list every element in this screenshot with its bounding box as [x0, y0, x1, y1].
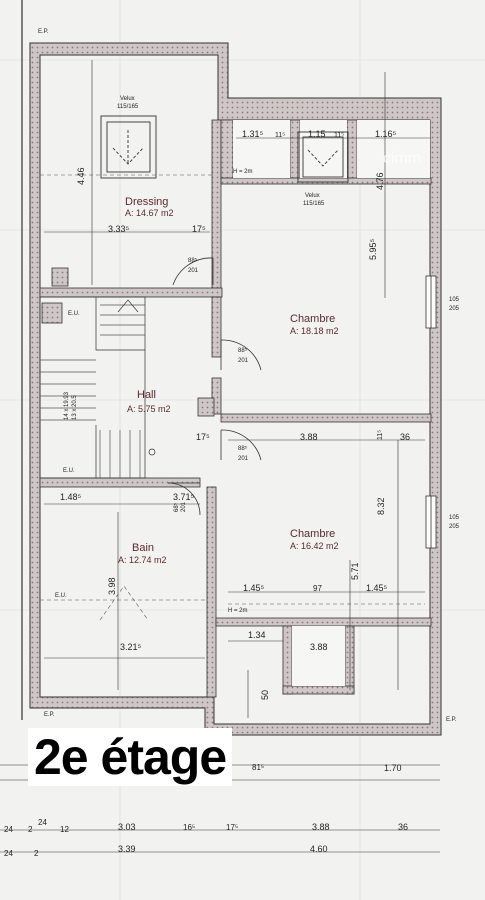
room-area-hall: A: 5.75 m2: [127, 404, 171, 414]
dim-97: 97: [313, 584, 322, 593]
room-name-chambre-2: Chambre: [290, 528, 335, 540]
bottom-dim-2: 2: [28, 825, 33, 834]
bottom-dim-24-c: 24: [4, 849, 13, 858]
velux-label-1: Velux: [120, 96, 135, 102]
dim-1-16: 1.16⁵: [375, 129, 397, 139]
bottom-dim-16-5: 16⁵: [183, 823, 195, 832]
bottom-dim-3-39: 3.39: [118, 844, 136, 854]
window-label-2: 105: [449, 515, 460, 521]
dim-81: 81⁵: [252, 763, 264, 772]
windows: [425, 275, 437, 549]
dim-3-21: 3.21⁵: [120, 642, 142, 652]
dim-1-15: 1.15: [308, 129, 326, 139]
window-label-1: 105: [449, 297, 460, 303]
door-label-4: 68⁵: [173, 502, 180, 512]
dim-11-b: 11⁵: [334, 132, 344, 139]
dim-1-48: 1.48⁵: [60, 492, 82, 502]
window-label-2b: 205: [449, 524, 460, 530]
dim-1-34: 1.34: [248, 630, 266, 640]
dim-8-32: 8.32: [376, 497, 386, 515]
dim-3-71: 3.71⁵: [173, 492, 195, 502]
dim-4-46: 4.46: [76, 167, 86, 185]
door-label-1b: 201: [188, 268, 199, 274]
dim-1-45-b: 1.45⁵: [366, 583, 388, 593]
dim-3-88-b: 3.88: [310, 642, 328, 652]
dim-17-5-b: 17⁵: [196, 432, 210, 442]
bottom-dim-3-88: 3.88: [312, 822, 330, 832]
velux-skylights: [100, 115, 349, 183]
bottom-dim-4-60: 4.60: [310, 844, 328, 854]
bottom-dim-12: 12: [60, 825, 69, 834]
velux-size-2: 115/165: [303, 201, 325, 207]
room-area-chambre-1: A: 18.18 m2: [290, 326, 339, 336]
dim-1-31: 1.31⁵: [242, 129, 264, 139]
bottom-dim-2-b: 2: [34, 849, 39, 858]
door-label-2: 88⁵: [238, 347, 248, 354]
height-note-1: H = 2m: [233, 169, 253, 175]
stairs-label-2: 13 x 20.5: [72, 395, 78, 420]
room-area-bain: A: 12.74 m2: [118, 555, 167, 565]
outer-wall: [29, 42, 442, 736]
door-swings: [167, 257, 262, 516]
dim-4-76: 4.76: [375, 172, 385, 190]
room-area-dressing: A: 14.67 m2: [125, 208, 174, 218]
bottom-dim-36: 36: [398, 822, 408, 832]
bottom-dim-24-a: 24: [4, 825, 13, 834]
dim-50: 50: [260, 690, 270, 700]
room-name-bain: Bain: [132, 542, 154, 554]
room-name-hall: Hall: [137, 389, 156, 401]
room-fills: [233, 120, 430, 686]
eu-marker-2: E.U.: [63, 468, 75, 474]
bottom-dim-24-b: 24: [38, 818, 47, 827]
floor-title: 2e étage: [28, 728, 233, 786]
door-label-3b: 201: [238, 456, 249, 462]
eu-marker-3: E.U.: [55, 593, 67, 599]
dim-1-45-a: 1.45⁵: [243, 583, 265, 593]
dim-5-71: 5.71: [350, 562, 360, 580]
window-label-1b: 205: [449, 306, 460, 312]
dim-17-5-a: 17⁵: [192, 224, 206, 234]
bottom-dim-3-03: 3.03: [118, 822, 136, 832]
room-name-dressing: Dressing: [125, 196, 168, 208]
dashed-lines: [40, 174, 425, 621]
velux-size-1: 115/165: [117, 104, 139, 110]
door-label-4b: 201: [181, 501, 187, 512]
door-label-2b: 201: [238, 358, 249, 364]
dim-3-33: 3.33⁵: [108, 224, 130, 234]
stairs-label-1: 14 x 19.93: [64, 391, 70, 420]
dim-36: 36: [400, 432, 410, 442]
dim-11-c: 11⁵: [377, 430, 384, 440]
ep-marker-top: E.P.: [38, 29, 49, 35]
dim-1-70: 1.70: [384, 763, 402, 773]
staircase: [39, 296, 156, 479]
eu-marker-1: E.U.: [68, 311, 80, 317]
ep-marker-bottom-left: E.P.: [44, 712, 55, 718]
door-label-3: 88⁵: [238, 445, 248, 452]
dim-11-a: 11⁵: [275, 132, 285, 139]
room-name-chambre-1: Chambre: [290, 313, 335, 325]
watermark: cimm: [383, 150, 422, 167]
dim-3-98: 3.98: [107, 577, 117, 595]
bottom-dim-17-5: 17⁵: [226, 823, 238, 832]
door-label-1: 88⁵: [188, 257, 198, 264]
ep-marker-bottom-right: E.P.: [446, 717, 457, 723]
dim-5-95: 5.95⁵: [368, 238, 378, 260]
height-note-2: H = 2m: [228, 608, 248, 614]
room-area-chambre-2: A: 16.42 m2: [290, 541, 339, 551]
velux-label-2: Velux: [305, 193, 320, 199]
dim-3-88: 3.88: [300, 432, 318, 442]
